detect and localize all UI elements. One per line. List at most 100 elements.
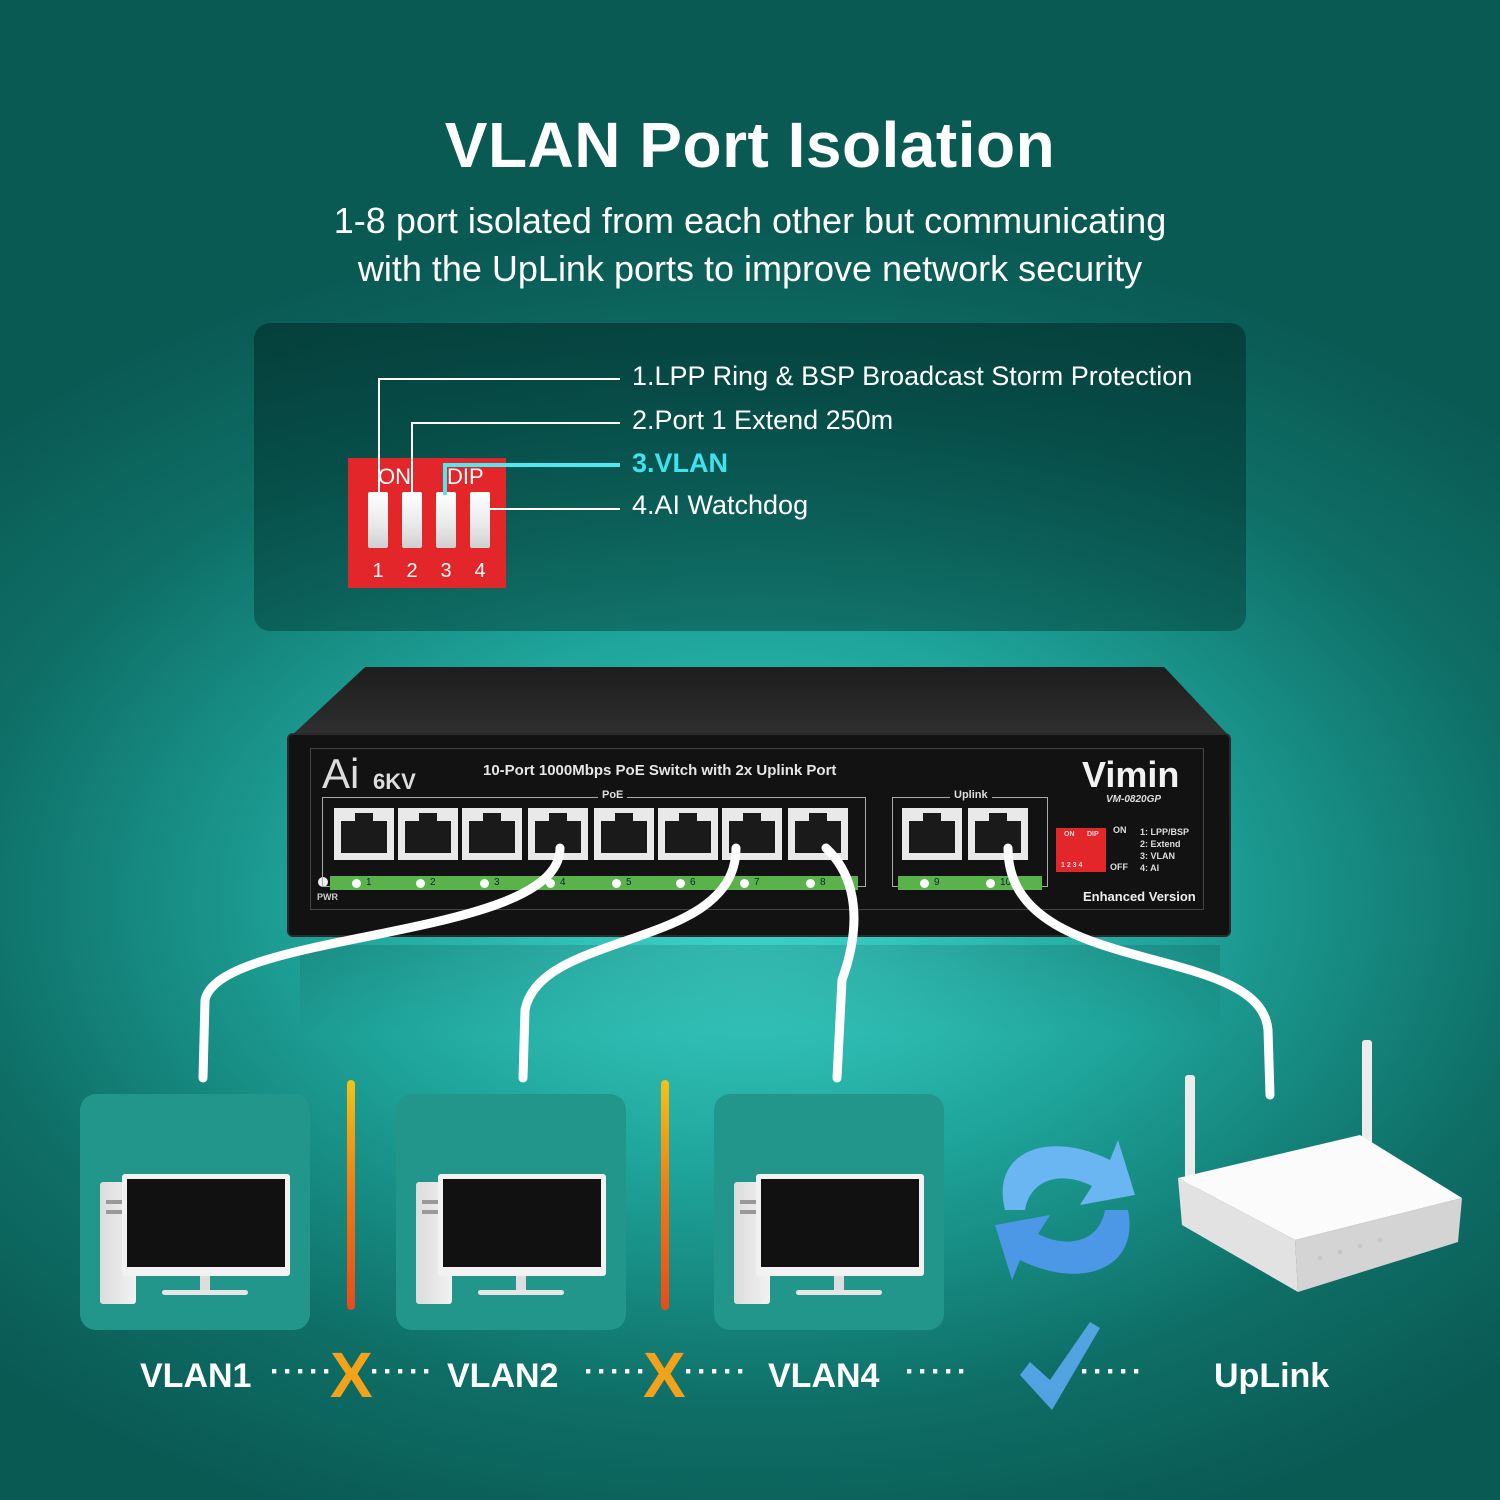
switch-top-cover [290, 667, 1230, 737]
port-led-4 [546, 879, 555, 888]
port-led-2 [416, 879, 425, 888]
brand-ai: Ai [322, 750, 360, 797]
check-icon [1020, 1322, 1100, 1410]
ethernet-port-8[interactable] [788, 808, 848, 860]
port-led-10 [986, 879, 995, 888]
dip-toggle-1[interactable] [368, 492, 388, 548]
leader-line-1-h [378, 378, 620, 380]
dots-1b: ····· [370, 1355, 435, 1388]
model-number: VM-0820GP [1106, 794, 1162, 805]
port-led-1 [352, 879, 361, 888]
leader-line-4-h [490, 508, 620, 510]
dip-option-2: 2.Port 1 Extend 250m [632, 405, 894, 435]
dip-on-label: ON [378, 464, 411, 489]
pwr-label: PWR [317, 892, 338, 902]
dots-2b: ····· [684, 1355, 749, 1388]
leader-line-3-h [443, 463, 620, 467]
port-number-8: 8 [820, 877, 826, 888]
leader-line-1-v [378, 378, 380, 494]
device-dip-legend-2: 2: Extend [1140, 839, 1181, 849]
isolation-barrier-1 [347, 1080, 355, 1310]
port-number-10: 10 [1000, 877, 1012, 888]
port-number-9: 9 [934, 877, 940, 888]
computer-icon-1 [100, 1170, 290, 1310]
device-dip-dip: DIP [1087, 831, 1099, 838]
port-number-1: 1 [366, 877, 372, 888]
label-vlan4: VLAN4 [768, 1357, 880, 1395]
page-title: VLAN Port Isolation [444, 109, 1056, 181]
dip-number-1: 1 [372, 560, 384, 582]
dip-option-3: 3.VLAN [632, 448, 729, 478]
device-dip-on: ON [1064, 831, 1075, 838]
port-led-7 [740, 879, 749, 888]
ethernet-port-6[interactable] [658, 808, 718, 860]
ethernet-port-5[interactable] [594, 808, 654, 860]
device-dip-on-state: ON [1113, 825, 1127, 835]
leader-line-2-h [411, 422, 620, 424]
cable-port4 [198, 843, 565, 1083]
port-number-3: 3 [494, 877, 500, 888]
ethernet-port-10[interactable] [968, 808, 1028, 860]
leader-line-3-v [443, 463, 447, 495]
isolation-barrier-2 [661, 1080, 669, 1310]
port-led-8 [806, 879, 815, 888]
ethernet-port-3[interactable] [462, 808, 522, 860]
product-title: 10-Port 1000Mbps PoE Switch with 2x Upli… [483, 762, 837, 779]
port-number-2: 2 [430, 877, 436, 888]
port-led-3 [480, 879, 489, 888]
port-number-5: 5 [626, 877, 632, 888]
blocked-x-icon-1: X [330, 1339, 373, 1411]
label-uplink: UpLink [1214, 1357, 1330, 1395]
uplink-led-strip [898, 876, 1042, 890]
dip-toggle-2[interactable] [402, 492, 422, 548]
switch-panel-border [310, 748, 1204, 910]
enhanced-version-label: Enhanced Version [1083, 889, 1196, 904]
ethernet-port-4[interactable] [528, 808, 588, 860]
dots-3a: ····· [905, 1355, 970, 1388]
dip-number-2: 2 [406, 560, 418, 582]
device-dip-legend-1: 1: LPP/BSP [1140, 827, 1190, 837]
subtitle-line-1: 1-8 port isolated from each other but co… [333, 200, 1167, 241]
device-dip-switch[interactable] [1056, 828, 1106, 872]
ethernet-port-1[interactable] [334, 808, 394, 860]
leader-line-2-v [411, 422, 413, 494]
computer-icon-2 [416, 1170, 606, 1310]
brand-logo: Vimin [1082, 754, 1180, 795]
bidirectional-arrows-icon [995, 1140, 1135, 1280]
blocked-x-icon-2: X [643, 1339, 686, 1411]
port-led-9 [920, 879, 929, 888]
port-number-4: 4 [560, 877, 566, 888]
power-led [318, 877, 328, 887]
device-dip-numbers: 1 2 3 4 [1061, 862, 1083, 869]
dots-3b: ····· [1080, 1355, 1145, 1388]
subtitle-line-2: with the UpLink ports to improve network… [357, 248, 1143, 289]
dots-1a: ····· [270, 1355, 335, 1388]
dip-label: DIP [447, 464, 484, 489]
ethernet-port-2[interactable] [398, 808, 458, 860]
router-icon [1178, 1040, 1462, 1292]
dots-2a: ····· [584, 1355, 649, 1388]
label-vlan2: VLAN2 [447, 1357, 559, 1395]
poe-label: PoE [598, 789, 628, 801]
dip-number-3: 3 [440, 560, 452, 582]
dip-number-4: 4 [474, 560, 486, 582]
device-dip-legend-3: 3: VLAN [1140, 851, 1176, 861]
cable-port7 [518, 843, 741, 1083]
dip-toggle-3[interactable] [436, 492, 456, 548]
device-dip-off-state: OFF [1110, 862, 1128, 872]
computer-icon-3 [734, 1170, 924, 1310]
port-number-7: 7 [754, 877, 760, 888]
port-led-5 [612, 879, 621, 888]
port-number-6: 6 [690, 877, 696, 888]
ethernet-port-9[interactable] [902, 808, 962, 860]
brand-6kv: 6KV [373, 769, 416, 794]
switch-reflection [300, 945, 1220, 1035]
device-dip-legend-4: 4: AI [1140, 863, 1160, 873]
label-vlan1: VLAN1 [140, 1357, 252, 1395]
dip-option-4: 4.AI Watchdog [632, 490, 809, 520]
dip-option-1: 1.LPP Ring & BSP Broadcast Storm Protect… [632, 361, 1193, 391]
dip-toggle-4[interactable] [470, 492, 490, 548]
port-led-6 [676, 879, 685, 888]
cable-uplink [1003, 843, 1275, 1100]
